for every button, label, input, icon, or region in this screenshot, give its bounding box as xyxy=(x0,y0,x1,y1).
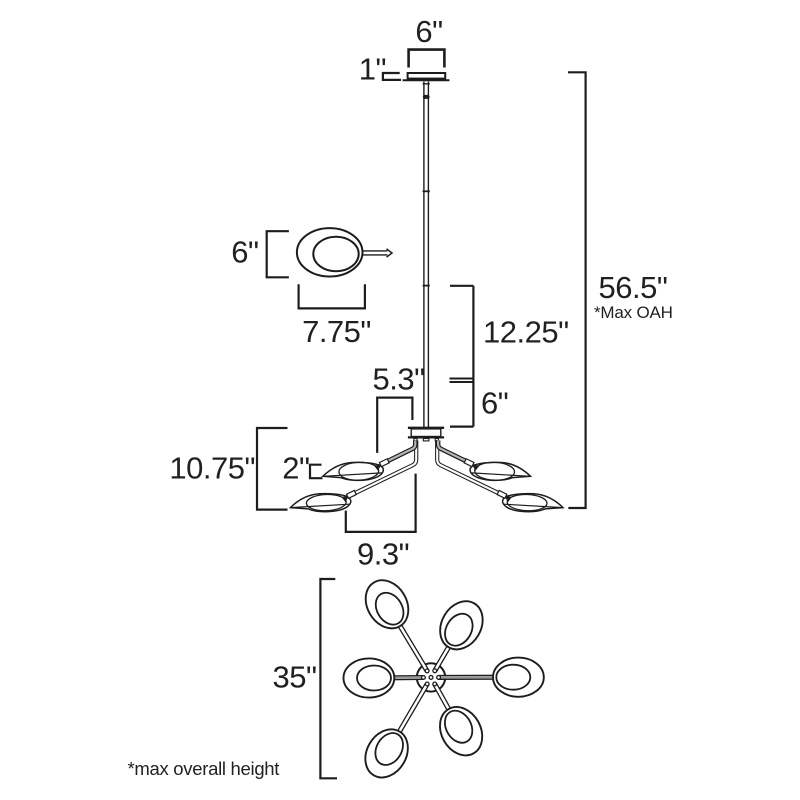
svg-text:9.3": 9.3" xyxy=(357,536,409,571)
svg-text:6": 6" xyxy=(415,14,442,49)
svg-text:10.75": 10.75" xyxy=(169,451,255,486)
svg-text:1": 1" xyxy=(359,52,386,87)
svg-text:*max overall height: *max overall height xyxy=(128,758,280,779)
svg-text:*Max OAH: *Max OAH xyxy=(594,303,673,322)
svg-text:56.5": 56.5" xyxy=(599,270,668,305)
svg-text:35": 35" xyxy=(273,660,317,695)
svg-text:12.25": 12.25" xyxy=(483,315,569,350)
svg-text:6": 6" xyxy=(481,385,508,420)
svg-text:6": 6" xyxy=(231,235,258,270)
svg-text:7.75": 7.75" xyxy=(302,314,371,349)
svg-text:5.3": 5.3" xyxy=(373,361,425,396)
svg-text:2": 2" xyxy=(282,451,309,486)
